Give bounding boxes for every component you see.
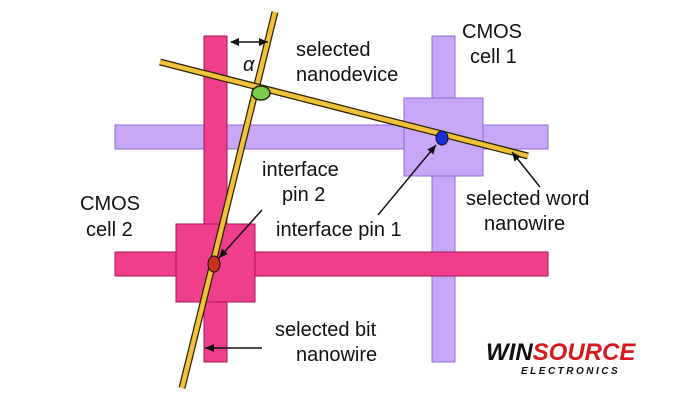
selected-bit-label-line2: nanowire [296,344,377,366]
interface-pin2-dot [207,255,221,273]
interface-pin1-dot [435,130,449,146]
cmos-cell1-vertical-line [431,35,456,363]
selected-nanodevice-label-line2: nanodevice [296,64,398,86]
logo-electronics-text: ELECTRONICS [521,366,620,377]
cmos-cell2-vertical-line [203,35,228,363]
logo-win-text: WIN [486,339,533,366]
cmos-cell1-label-line1: CMOS [462,21,522,43]
interface-pin2-label-line2: pin 2 [282,184,325,206]
cmos-cell2-label-line1: CMOS [80,193,140,215]
selected-word-arrow [511,151,541,188]
interface-pin1-label: interface pin 1 [276,219,402,241]
cmos-cell2-label-line2: cell 2 [86,219,133,241]
svg-text:WINSOURCE: WINSOURCE [486,339,636,366]
logo-source-text: SOURCE [533,339,637,366]
cmos-cell1-label-line2: cell 1 [470,46,517,68]
winsource-logo: WINSOURCE ELECTRONICS [486,339,636,377]
selected-word-label-line2: nanowire [484,213,565,235]
selected-bit-nanowire-fill [179,11,278,389]
alpha-label: α [243,54,255,76]
interface-pin2-arrow [218,209,263,259]
interface-pin1-arrow [377,144,437,216]
selected-word-nanowire-fill [159,59,529,159]
selected-bit-label-line1: selected bit [275,319,377,341]
interface-pin2-label-line1: interface [262,159,339,181]
selected-word-label-line1: selected word [466,188,589,210]
selected-nanodevice-dot [251,85,271,101]
selected-nanodevice-label-line1: selected [296,39,371,61]
